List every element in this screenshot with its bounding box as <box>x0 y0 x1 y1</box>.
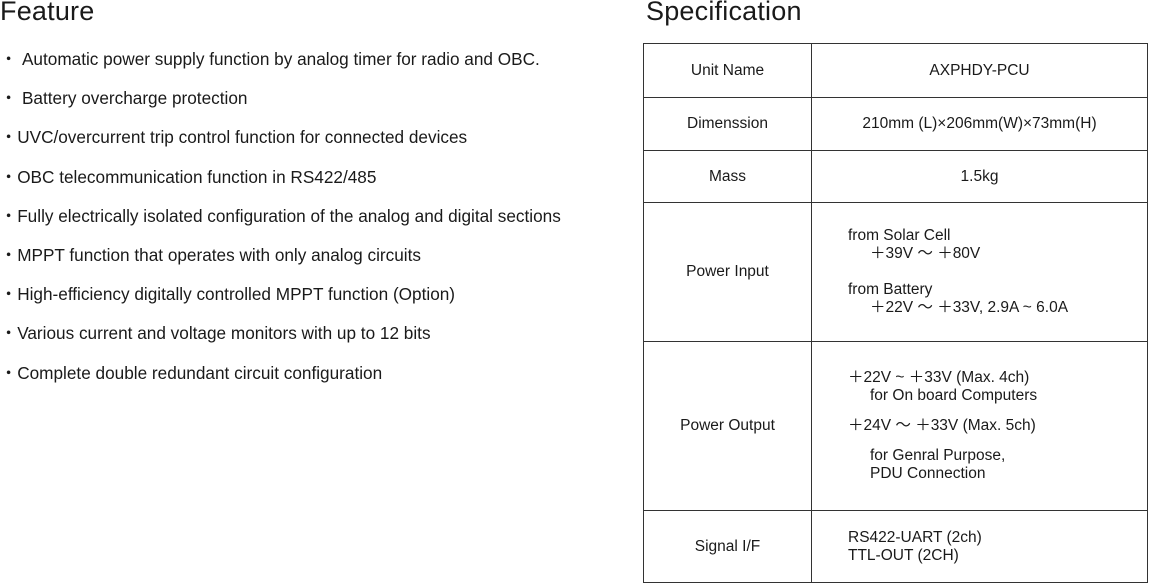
feature-item: ・Fully electrically isolated configurati… <box>0 205 561 226</box>
battery-range: ＋22V ～ ＋33V, 2.9A ~ 6.0A <box>870 299 1069 316</box>
pdu-connection: PDU Connection <box>870 465 986 482</box>
feature-list: ・ Automatic power supply function by ana… <box>0 47 620 400</box>
table-row: Power Output ＋22V ~ ＋33V (Max. 4ch) for … <box>643 341 1148 511</box>
obc-output-purpose: for On board Computers <box>870 387 1038 404</box>
feature-item: ・Various current and voltage monitors wi… <box>0 323 431 344</box>
feature-item: ・UVC/overcurrent trip control function f… <box>0 127 468 148</box>
power-input-label: Power Input <box>643 202 812 342</box>
signal-uart: RS422-UART (2ch) <box>848 528 982 546</box>
feature-item: ・OBC telecommunication function in RS422… <box>0 166 377 187</box>
table-row: Mass 1.5kg <box>643 150 1148 203</box>
table-row: Power Input from Solar Cell ＋39V ～ ＋80V … <box>643 202 1148 342</box>
obc-output-range: ＋22V ~ ＋33V (Max. 4ch) <box>848 369 1030 386</box>
signal-if-value: RS422-UART (2ch) TTL-OUT (2CH) <box>811 510 1148 583</box>
table-row: Unit Name AXPHDY-PCU <box>643 43 1148 98</box>
table-row: Dimenssion 210mm (L)×206mm(W)×73mm(H) <box>643 97 1148 151</box>
feature-item: ・High-efficiency digitally controlled MP… <box>0 284 456 305</box>
dimension-value: 210mm (L)×206mm(W)×73mm(H) <box>811 97 1148 151</box>
general-output-range: ＋24V ～ ＋33V (Max. 5ch) <box>848 417 1036 434</box>
unit-name-label: Unit Name <box>643 43 812 98</box>
solar-cell-range: ＋39V ～ ＋80V <box>870 245 981 262</box>
solar-cell-heading: from Solar Cell <box>848 227 951 244</box>
feature-item: ・Complete double redundant circuit confi… <box>0 362 383 383</box>
feature-item: ・MPPT function that operates with only a… <box>0 244 421 265</box>
power-output-label: Power Output <box>643 341 812 511</box>
mass-label: Mass <box>643 150 812 203</box>
unit-name-value: AXPHDY-PCU <box>811 43 1148 98</box>
table-row: Signal I/F RS422-UART (2ch) TTL-OUT (2CH… <box>643 510 1148 583</box>
signal-ttl: TTL-OUT (2CH) <box>848 546 959 564</box>
specification-table: Unit Name AXPHDY-PCU Dimenssion 210mm (L… <box>643 43 1148 583</box>
feature-heading: Feature <box>0 0 95 26</box>
feature-item: ・ Automatic power supply function by ana… <box>0 49 540 69</box>
feature-item: ・ Battery overcharge protection <box>0 88 248 109</box>
power-output-value: ＋22V ~ ＋33V (Max. 4ch) for On board Comp… <box>811 341 1148 511</box>
mass-value: 1.5kg <box>811 150 1148 203</box>
battery-heading: from Battery <box>848 281 933 298</box>
specification-heading: Specification <box>646 0 802 26</box>
power-input-value: from Solar Cell ＋39V ～ ＋80V from Battery… <box>811 202 1148 342</box>
general-output-purpose: for Genral Purpose, <box>870 447 1006 464</box>
dimension-label: Dimenssion <box>643 97 812 151</box>
signal-if-label: Signal I/F <box>643 510 812 583</box>
